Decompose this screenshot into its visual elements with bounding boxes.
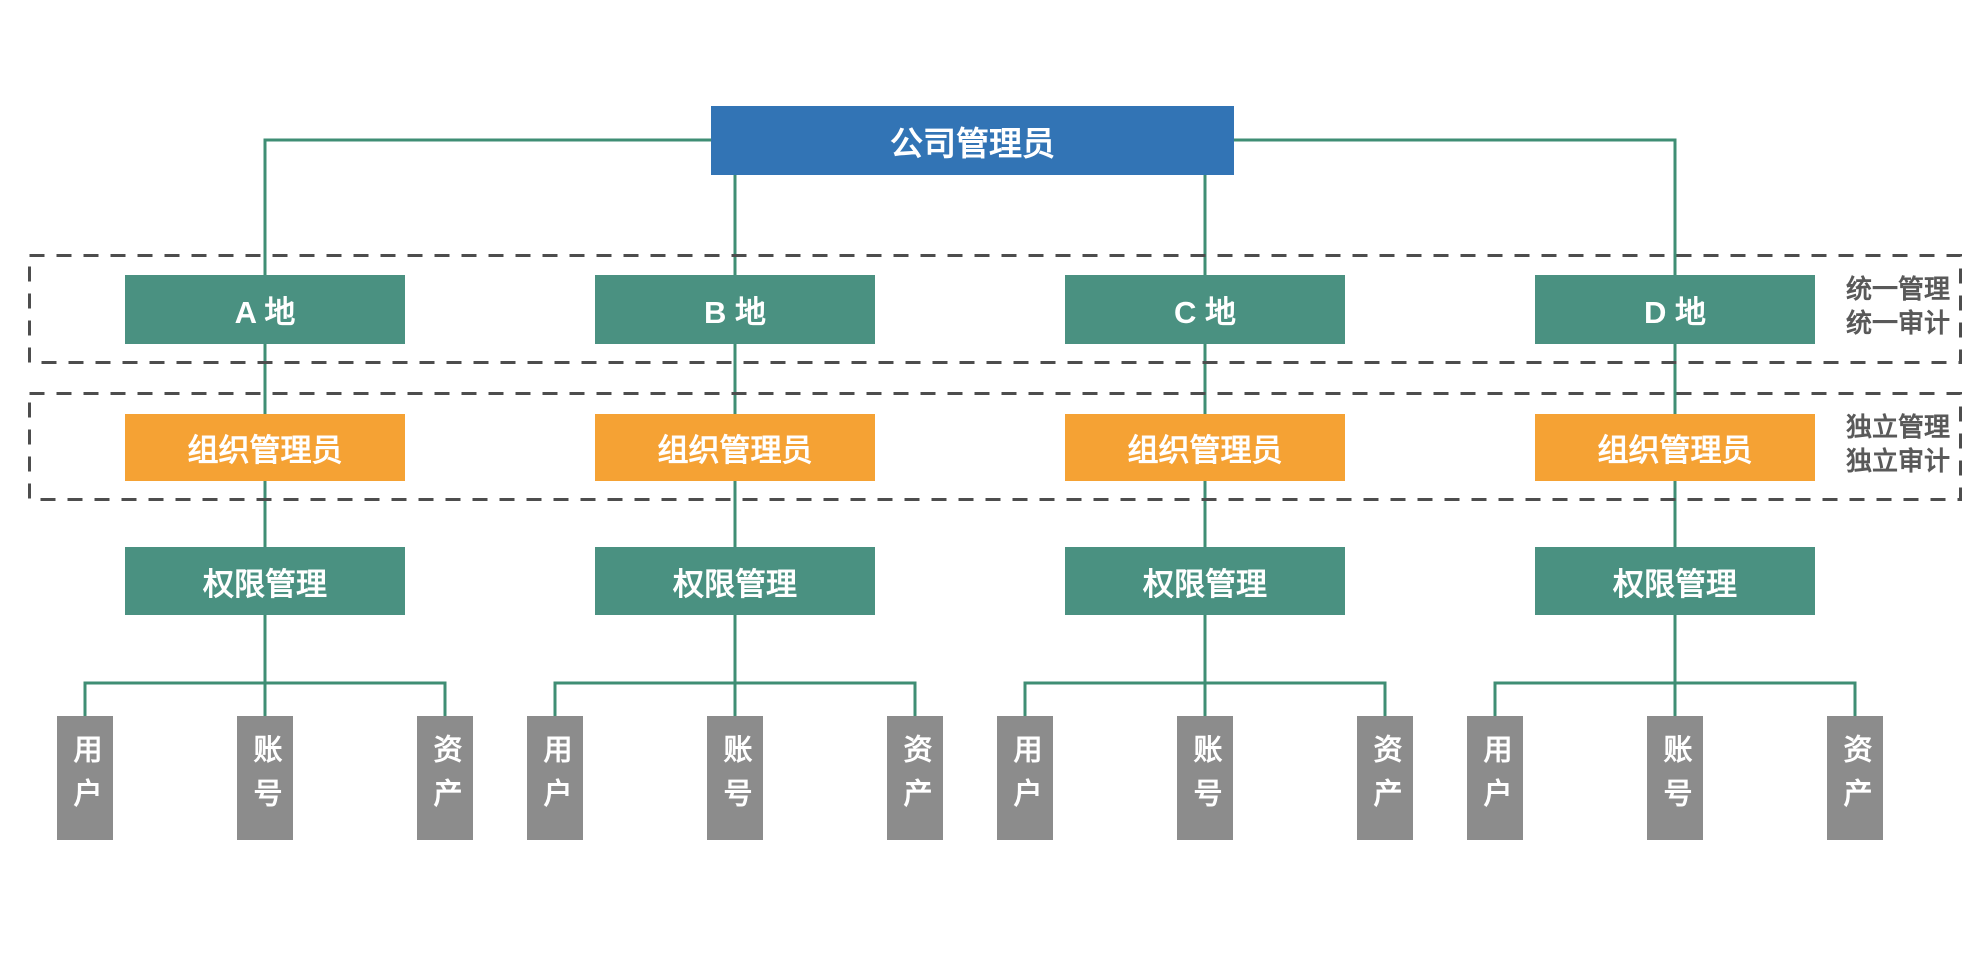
asset-d-label: 资产 bbox=[1839, 734, 1871, 822]
org-admin-b-box: 组织管理员 bbox=[595, 414, 875, 481]
org-admin-d-box: 组织管理员 bbox=[1535, 414, 1815, 481]
account-a-label: 账号 bbox=[249, 734, 281, 822]
account-b-label: 账号 bbox=[719, 734, 751, 822]
asset-d-box: 资产 bbox=[1827, 716, 1883, 840]
asset-a-label: 资产 bbox=[429, 734, 461, 822]
user-a-label: 用户 bbox=[69, 734, 101, 822]
org-admin-a-box: 组织管理员 bbox=[125, 414, 405, 481]
independent-band-label-line1: 独立管理 bbox=[1845, 412, 1950, 442]
user-a-box: 用户 bbox=[57, 716, 113, 840]
location-b-box: B 地 bbox=[595, 275, 875, 344]
permission-b-box: 权限管理 bbox=[595, 547, 875, 615]
org-admin-c-box: 组织管理员 bbox=[1065, 414, 1345, 481]
company-admin-box: 公司管理员 bbox=[711, 106, 1234, 175]
unified-band-label: 统一管理 统一审计 bbox=[1838, 272, 1958, 340]
user-d-box: 用户 bbox=[1467, 716, 1523, 840]
permission-c-box: 权限管理 bbox=[1065, 547, 1345, 615]
unified-band-label-line1: 统一管理 bbox=[1845, 274, 1950, 304]
independent-band-label-line2: 独立审计 bbox=[1845, 446, 1950, 476]
user-c-box: 用户 bbox=[997, 716, 1053, 840]
asset-b-label: 资产 bbox=[899, 734, 931, 822]
asset-b-box: 资产 bbox=[887, 716, 943, 840]
user-d-label: 用户 bbox=[1479, 734, 1511, 822]
location-c-box: C 地 bbox=[1065, 275, 1345, 344]
asset-a-box: 资产 bbox=[417, 716, 473, 840]
account-d-label: 账号 bbox=[1659, 734, 1691, 822]
user-b-box: 用户 bbox=[527, 716, 583, 840]
user-c-label: 用户 bbox=[1009, 734, 1041, 822]
location-d-box: D 地 bbox=[1535, 275, 1815, 344]
permission-a-box: 权限管理 bbox=[125, 547, 405, 615]
location-a-box: A 地 bbox=[125, 275, 405, 344]
asset-c-box: 资产 bbox=[1357, 716, 1413, 840]
asset-c-label: 资产 bbox=[1369, 734, 1401, 822]
independent-band-label: 独立管理 独立审计 bbox=[1838, 410, 1958, 478]
permission-d-box: 权限管理 bbox=[1535, 547, 1815, 615]
account-b-box: 账号 bbox=[707, 716, 763, 840]
account-a-box: 账号 bbox=[237, 716, 293, 840]
account-d-box: 账号 bbox=[1647, 716, 1703, 840]
user-b-label: 用户 bbox=[539, 734, 571, 822]
unified-band-label-line2: 统一审计 bbox=[1845, 308, 1950, 338]
account-c-label: 账号 bbox=[1189, 734, 1221, 822]
account-c-box: 账号 bbox=[1177, 716, 1233, 840]
